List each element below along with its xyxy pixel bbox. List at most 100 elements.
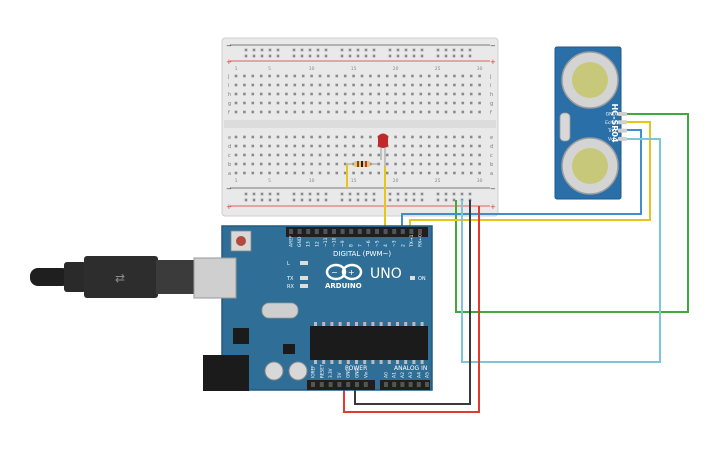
breadboard-hole[interactable] — [276, 153, 280, 157]
breadboard-hole[interactable] — [427, 144, 431, 148]
breadboard-hole[interactable] — [436, 153, 439, 157]
breadboard-hole[interactable] — [343, 74, 347, 78]
rail-hole[interactable] — [276, 48, 280, 52]
breadboard-hole[interactable] — [301, 144, 305, 148]
rail-hole[interactable] — [348, 192, 352, 196]
breadboard-hole[interactable] — [461, 162, 465, 166]
led[interactable] — [378, 133, 388, 167]
breadboard-hole[interactable] — [318, 101, 322, 105]
breadboard-hole[interactable] — [419, 144, 423, 148]
power-pin[interactable] — [311, 382, 315, 387]
breadboard-hole[interactable] — [327, 135, 330, 139]
breadboard-hole[interactable] — [343, 101, 347, 105]
rail-hole[interactable] — [252, 192, 256, 196]
breadboard-hole[interactable] — [411, 101, 414, 105]
breadboard-hole[interactable] — [360, 171, 364, 175]
breadboard-hole[interactable] — [444, 144, 448, 148]
breadboard-hole[interactable] — [377, 101, 381, 105]
breadboard-hole[interactable] — [310, 83, 313, 87]
breadboard-hole[interactable] — [402, 171, 406, 175]
breadboard-hole[interactable] — [402, 74, 406, 78]
rail-hole[interactable] — [468, 54, 472, 58]
breadboard-hole[interactable] — [234, 74, 238, 78]
breadboard-hole[interactable] — [352, 92, 355, 96]
breadboard-hole[interactable] — [243, 101, 246, 105]
breadboard-hole[interactable] — [469, 101, 473, 105]
breadboard-hole[interactable] — [268, 144, 271, 148]
breadboard-hole[interactable] — [419, 171, 423, 175]
breadboard-hole[interactable] — [444, 153, 448, 157]
breadboard-hole[interactable] — [310, 101, 313, 105]
breadboard-hole[interactable] — [419, 83, 423, 87]
breadboard-hole[interactable] — [327, 144, 330, 148]
breadboard-hole[interactable] — [402, 83, 406, 87]
breadboard-hole[interactable] — [259, 92, 263, 96]
breadboard-hole[interactable] — [478, 110, 481, 114]
sensor-pin[interactable] — [618, 120, 627, 125]
breadboard-hole[interactable] — [469, 92, 473, 96]
breadboard-hole[interactable] — [259, 83, 263, 87]
breadboard-hole[interactable] — [461, 92, 465, 96]
digital-pin[interactable] — [375, 229, 379, 234]
breadboard-hole[interactable] — [259, 101, 263, 105]
breadboard-hole[interactable] — [461, 144, 465, 148]
breadboard-hole[interactable] — [251, 153, 255, 157]
wire-yellow-echo[interactable] — [409, 121, 651, 232]
breadboard-hole[interactable] — [310, 135, 313, 139]
breadboard-hole[interactable] — [469, 171, 473, 175]
breadboard-hole[interactable] — [352, 171, 355, 175]
breadboard-hole[interactable] — [293, 153, 297, 157]
breadboard-hole[interactable] — [251, 101, 255, 105]
breadboard-hole[interactable] — [444, 92, 448, 96]
breadboard-hole[interactable] — [301, 83, 305, 87]
breadboard-hole[interactable] — [285, 101, 288, 105]
rail-hole[interactable] — [444, 54, 448, 58]
breadboard-hole[interactable] — [293, 162, 297, 166]
rail-hole[interactable] — [300, 54, 304, 58]
rail-hole[interactable] — [404, 192, 408, 196]
breadboard-hole[interactable] — [276, 101, 280, 105]
breadboard-hole[interactable] — [251, 171, 255, 175]
breadboard-hole[interactable] — [402, 92, 406, 96]
breadboard-hole[interactable] — [419, 92, 423, 96]
breadboard-hole[interactable] — [369, 153, 372, 157]
breadboard-hole[interactable] — [402, 144, 406, 148]
breadboard-hole[interactable] — [268, 110, 271, 114]
breadboard-hole[interactable] — [461, 74, 465, 78]
breadboard-hole[interactable] — [318, 144, 322, 148]
breadboard-hole[interactable] — [411, 110, 414, 114]
breadboard-hole[interactable] — [411, 135, 414, 139]
breadboard-hole[interactable] — [427, 135, 431, 139]
breadboard-hole[interactable] — [276, 135, 280, 139]
breadboard-hole[interactable] — [453, 92, 456, 96]
rail-hole[interactable] — [388, 198, 392, 202]
breadboard-hole[interactable] — [419, 110, 423, 114]
digital-pin[interactable] — [418, 229, 422, 234]
rail-hole[interactable] — [348, 54, 352, 58]
breadboard-hole[interactable] — [444, 74, 448, 78]
rail-hole[interactable] — [460, 54, 464, 58]
breadboard-hole[interactable] — [427, 162, 431, 166]
breadboard-hole[interactable] — [243, 144, 246, 148]
breadboard-hole[interactable] — [243, 135, 246, 139]
rail-hole[interactable] — [404, 198, 408, 202]
breadboard-hole[interactable] — [427, 83, 431, 87]
wire-green-gnd[interactable] — [455, 113, 689, 313]
breadboard-hole[interactable] — [327, 162, 330, 166]
breadboard-hole[interactable] — [394, 144, 397, 148]
breadboard-hole[interactable] — [478, 101, 481, 105]
rail-hole[interactable] — [436, 54, 440, 58]
sensor-pin[interactable] — [618, 136, 627, 141]
rail-hole[interactable] — [260, 198, 264, 202]
rail-hole[interactable] — [292, 48, 296, 52]
breadboard-hole[interactable] — [444, 162, 448, 166]
rail-hole[interactable] — [452, 54, 456, 58]
rail-hole[interactable] — [268, 192, 272, 196]
breadboard-hole[interactable] — [469, 135, 473, 139]
breadboard-hole[interactable] — [385, 110, 389, 114]
breadboard-hole[interactable] — [310, 144, 313, 148]
rail-hole[interactable] — [460, 192, 464, 196]
breadboard-hole[interactable] — [369, 101, 372, 105]
breadboard-hole[interactable] — [369, 171, 372, 175]
rail-hole[interactable] — [316, 48, 320, 52]
